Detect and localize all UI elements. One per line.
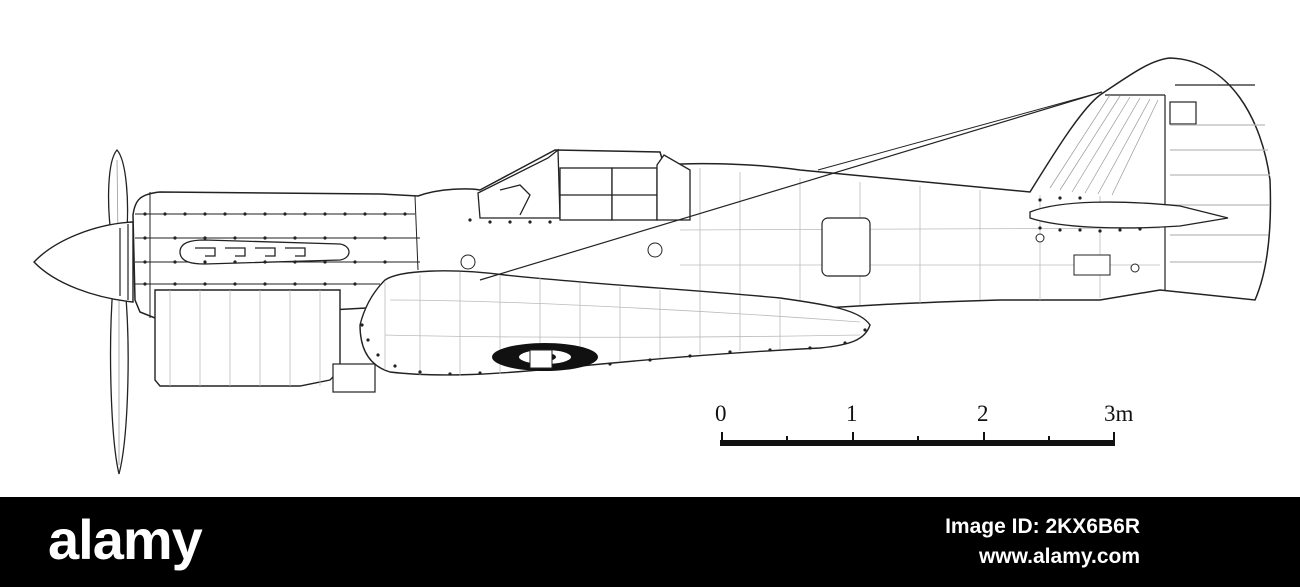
scale-label-1: 1 xyxy=(846,401,858,426)
watermark-footer: alamy Image ID: 2KX6B6R www.alamy.com xyxy=(0,497,1300,587)
antenna-wire xyxy=(479,91,1103,281)
scale-label-2: 2 xyxy=(977,401,989,426)
wing xyxy=(359,270,871,376)
fuselage-fitting xyxy=(1130,263,1140,273)
access-panel-small xyxy=(1073,254,1111,276)
tail-fitting xyxy=(1035,233,1045,243)
landing-gear-fairing xyxy=(529,349,553,369)
exhaust-stacks xyxy=(179,239,350,265)
chin-radiator xyxy=(154,289,341,387)
spinner xyxy=(33,221,134,303)
watermark-image-id: Image ID: 2KX6B6R xyxy=(945,515,1140,538)
fuselage-panel-grid xyxy=(169,168,1161,386)
horizontal-stabilizer xyxy=(1029,201,1229,229)
access-hatch xyxy=(821,217,871,277)
watermark-brand: alamy xyxy=(48,508,203,571)
fuselage-port xyxy=(647,242,663,258)
scale-label-0: 0 xyxy=(715,401,727,426)
tail-fin-hatching xyxy=(1049,94,1159,196)
radiator-flap xyxy=(332,363,376,393)
scale-label-3m: 3m xyxy=(1104,401,1134,426)
watermark-site: www.alamy.com xyxy=(978,545,1140,568)
aircraft-side-view-drawing xyxy=(33,57,1272,475)
scale-bar xyxy=(720,432,1115,446)
rivets xyxy=(143,196,1142,376)
wing-root-fitting xyxy=(460,254,476,270)
cockpit-canopy xyxy=(477,148,691,221)
propeller xyxy=(107,149,129,475)
tail-fin xyxy=(1105,84,1270,290)
